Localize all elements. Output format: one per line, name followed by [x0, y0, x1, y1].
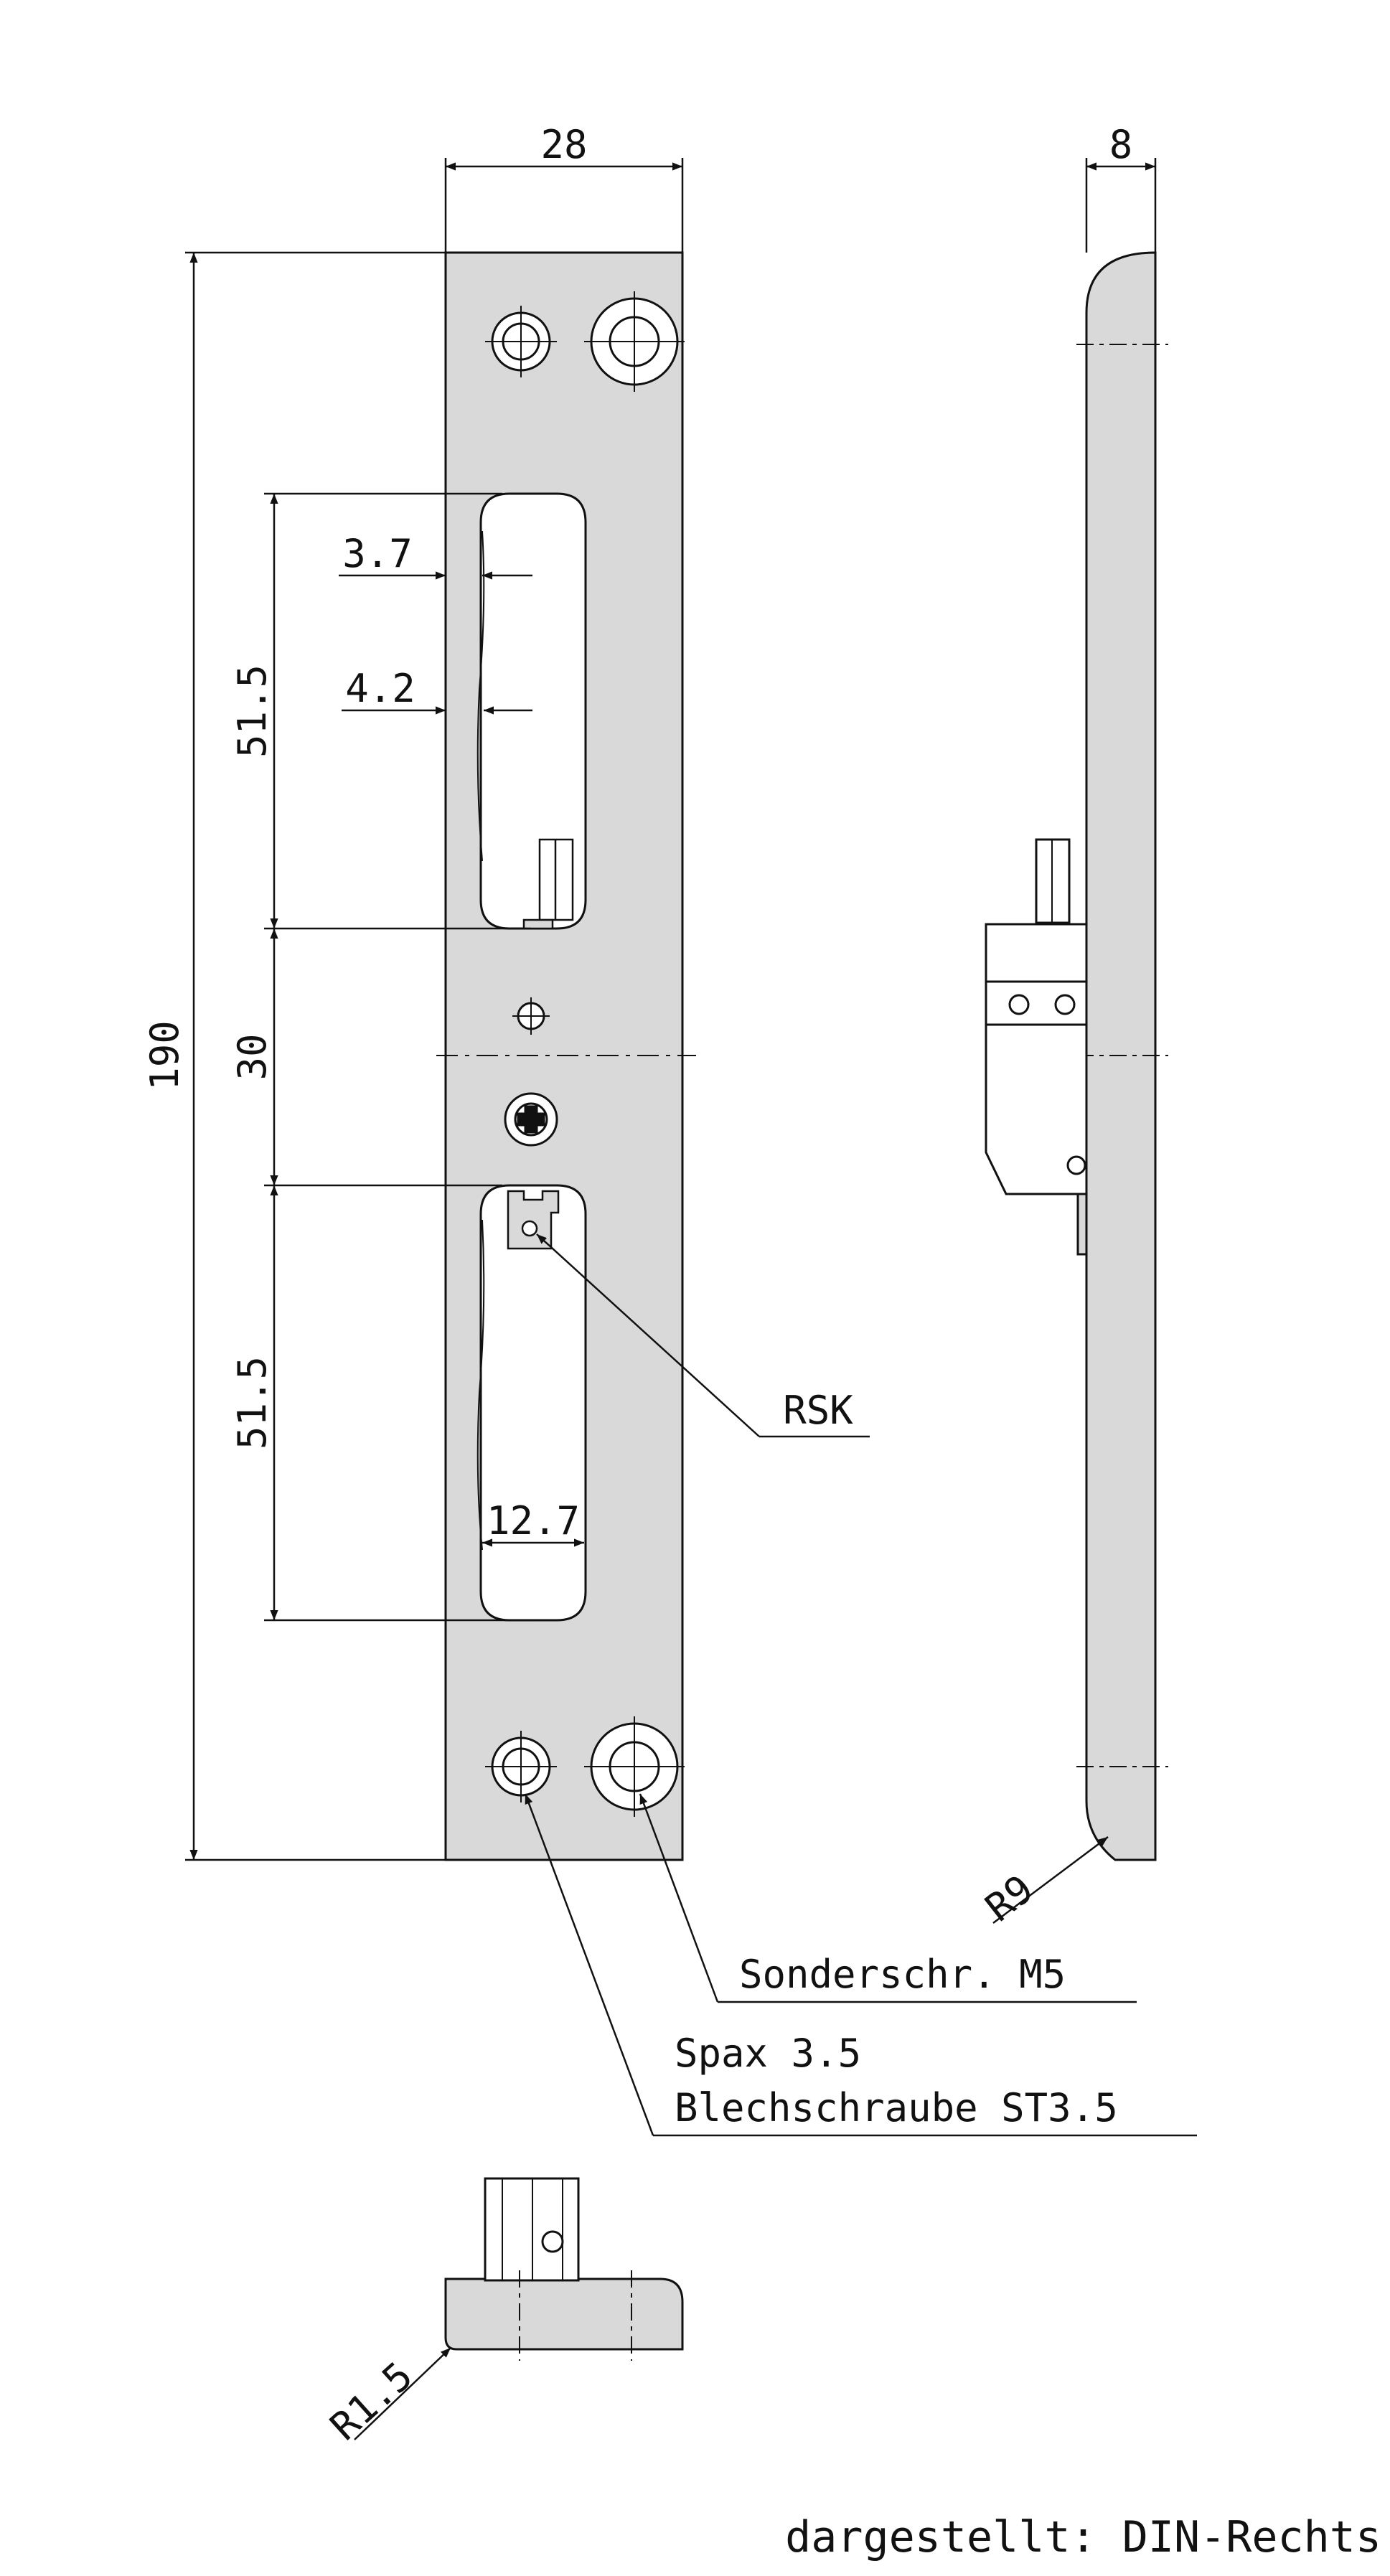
- dim-width: 28: [540, 122, 587, 167]
- view-note: dargestellt: DIN-Rechts: [785, 2512, 1381, 2562]
- dimension-lines: [185, 158, 1197, 2137]
- dim-slot-height-top: 51.5: [230, 664, 275, 758]
- dim-slot-height-bottom: 51.5: [230, 1356, 275, 1449]
- label-screw-special: Sonderschr. M5: [739, 1952, 1066, 1997]
- dim-total-height: 190: [142, 1020, 187, 1091]
- side-block: [985, 923, 1088, 1195]
- side-view: [985, 158, 1168, 1924]
- label-rsk: RSK: [783, 1388, 853, 1433]
- lower-slot: [479, 1184, 587, 1622]
- top-screw-hole-small: [485, 306, 557, 377]
- center-hole-small: [512, 997, 550, 1035]
- dim-thickness: 8: [1109, 122, 1133, 167]
- dim-slot-gap: 30: [230, 1033, 275, 1080]
- dim-radius-side: R9: [977, 1866, 1042, 1931]
- lower-slot-wave: [476, 1219, 485, 1551]
- dim-radius-bottom: R1.5: [321, 2353, 421, 2449]
- bottom-view: [354, 2177, 684, 2440]
- label-screw-spax: Spax 3.5: [675, 2031, 861, 2076]
- dim-detail-a: 3.7: [342, 531, 413, 576]
- lower-pin-block: [507, 1190, 560, 1250]
- center-cross-screw: [504, 1092, 558, 1147]
- label-screw-sheet: Blechschraube ST3.5: [675, 2085, 1118, 2130]
- bottom-screw-hole-large: [584, 1716, 685, 1817]
- upper-pin: [522, 838, 574, 930]
- front-view: [436, 251, 696, 1861]
- top-screw-hole-large: [584, 291, 685, 392]
- dimension-texts: 28 190 51.5 30 51.5 3.7 4.2 12.7 RSK Son…: [142, 122, 1118, 2130]
- dim-slot-width: 12.7: [487, 1498, 580, 1543]
- bottom-plate: [444, 2277, 684, 2351]
- bottom-screw-hole-small: [485, 1731, 557, 1802]
- dim-detail-b: 4.2: [345, 666, 415, 711]
